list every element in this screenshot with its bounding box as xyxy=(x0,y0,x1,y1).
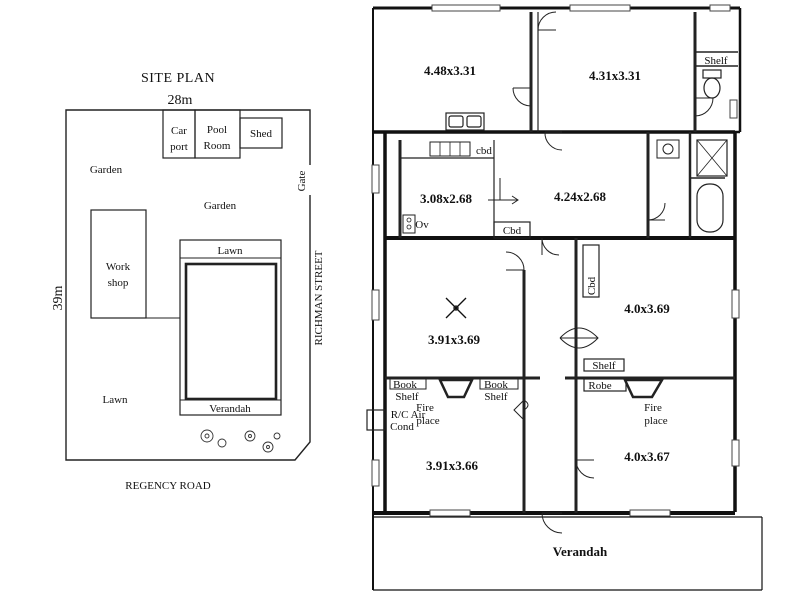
shrubs-icon xyxy=(200,429,281,453)
ceiling-fan-icon xyxy=(445,297,467,319)
door-swing xyxy=(694,97,714,117)
house-walls xyxy=(184,262,278,401)
carport-label-1: Car xyxy=(171,125,187,137)
room-dims-family: 4.24x2.68 xyxy=(554,189,607,204)
robe-label: Robe xyxy=(588,380,611,392)
room-dims-left-front: 3.91x3.66 xyxy=(426,458,479,473)
shelf-right-label: Shelf xyxy=(592,360,616,372)
door-swing xyxy=(505,251,525,271)
lot-boundary xyxy=(65,109,311,461)
site-plan-title: SITE PLAN xyxy=(141,71,215,86)
outer-walls xyxy=(372,6,763,591)
house-lawn-label: Lawn xyxy=(217,245,243,257)
carport-label-2: port xyxy=(170,141,188,153)
door-swing xyxy=(541,237,560,256)
fireplace-right-label-2: place xyxy=(644,415,667,427)
wardrobe-doors xyxy=(559,327,599,349)
garden-center-label: Garden xyxy=(204,200,237,212)
yard-lawn-label: Lawn xyxy=(102,394,128,406)
door-swing xyxy=(647,202,666,221)
oven-label: Ov xyxy=(415,219,429,231)
room-dims-top-left: 4.48x3.31 xyxy=(424,63,476,78)
kitchen-cbd-label: cbd xyxy=(476,145,492,157)
floor-plan: 4.48x3.31 4.31x3.31 3.08x2.68 4.24x2.68 … xyxy=(366,4,763,591)
door-swing xyxy=(537,11,557,31)
door-swing xyxy=(513,399,529,421)
vertical-cbd-label: Cbd xyxy=(586,276,598,295)
hall-cbd-label: Cbd xyxy=(503,225,522,237)
road-label: REGENCY ROAD xyxy=(125,480,211,492)
room-dims-top-right: 4.31x3.31 xyxy=(589,68,641,83)
door-swing xyxy=(544,131,563,151)
top-partitions xyxy=(431,4,738,132)
shed-outline xyxy=(239,117,283,149)
site-depth-label: 39m xyxy=(51,285,66,310)
site-plan: SITE PLAN 28m 39m Car port Pool Room She… xyxy=(51,71,325,492)
garden-left-label: Garden xyxy=(90,164,123,176)
fireplace-left-label-2: place xyxy=(416,415,439,427)
bookshelf-left-label-1: Book xyxy=(393,379,417,391)
lower-partitions xyxy=(366,238,740,517)
fireplace-left-label-1: Fire xyxy=(416,402,434,414)
workshop-outline xyxy=(90,209,147,319)
house-footprint xyxy=(179,239,282,416)
pool-room-label-2: Room xyxy=(204,140,231,152)
street-label: RICHMAN STREET xyxy=(313,250,325,345)
fireplace-right-label-1: Fire xyxy=(644,402,662,414)
aircon-label-2: Cond xyxy=(390,421,414,433)
room-dims-kitchen: 3.08x2.68 xyxy=(420,191,473,206)
shelf-top-label: Shelf xyxy=(704,55,728,67)
workshop-label-1: Work xyxy=(106,261,131,273)
bookshelf-right-label-2: Shelf xyxy=(484,391,508,403)
room-dims-right-middle: 4.0x3.69 xyxy=(624,301,670,316)
bookshelf-right-label-1: Book xyxy=(484,379,508,391)
room-dims-left-middle: 3.91x3.69 xyxy=(428,332,481,347)
shed-label: Shed xyxy=(250,128,273,140)
gate-label: Gate xyxy=(296,171,308,192)
door-swing xyxy=(575,459,595,479)
aircon-label-1: R/C Air xyxy=(391,409,426,421)
pool-room-label-1: Pool xyxy=(207,124,227,136)
workshop-label-2: shop xyxy=(108,277,129,289)
room-dims-right-front: 4.0x3.67 xyxy=(624,449,670,464)
window xyxy=(729,99,738,119)
verandah-label: Verandah xyxy=(553,544,608,559)
door-swing xyxy=(512,87,532,107)
front-door xyxy=(541,512,563,534)
site-width-label: 28m xyxy=(168,93,193,108)
site-verandah-label: Verandah xyxy=(209,403,251,415)
bookshelf-left-label-2: Shelf xyxy=(395,391,419,403)
sink-icon xyxy=(445,112,485,131)
toilet-icon xyxy=(702,69,722,99)
